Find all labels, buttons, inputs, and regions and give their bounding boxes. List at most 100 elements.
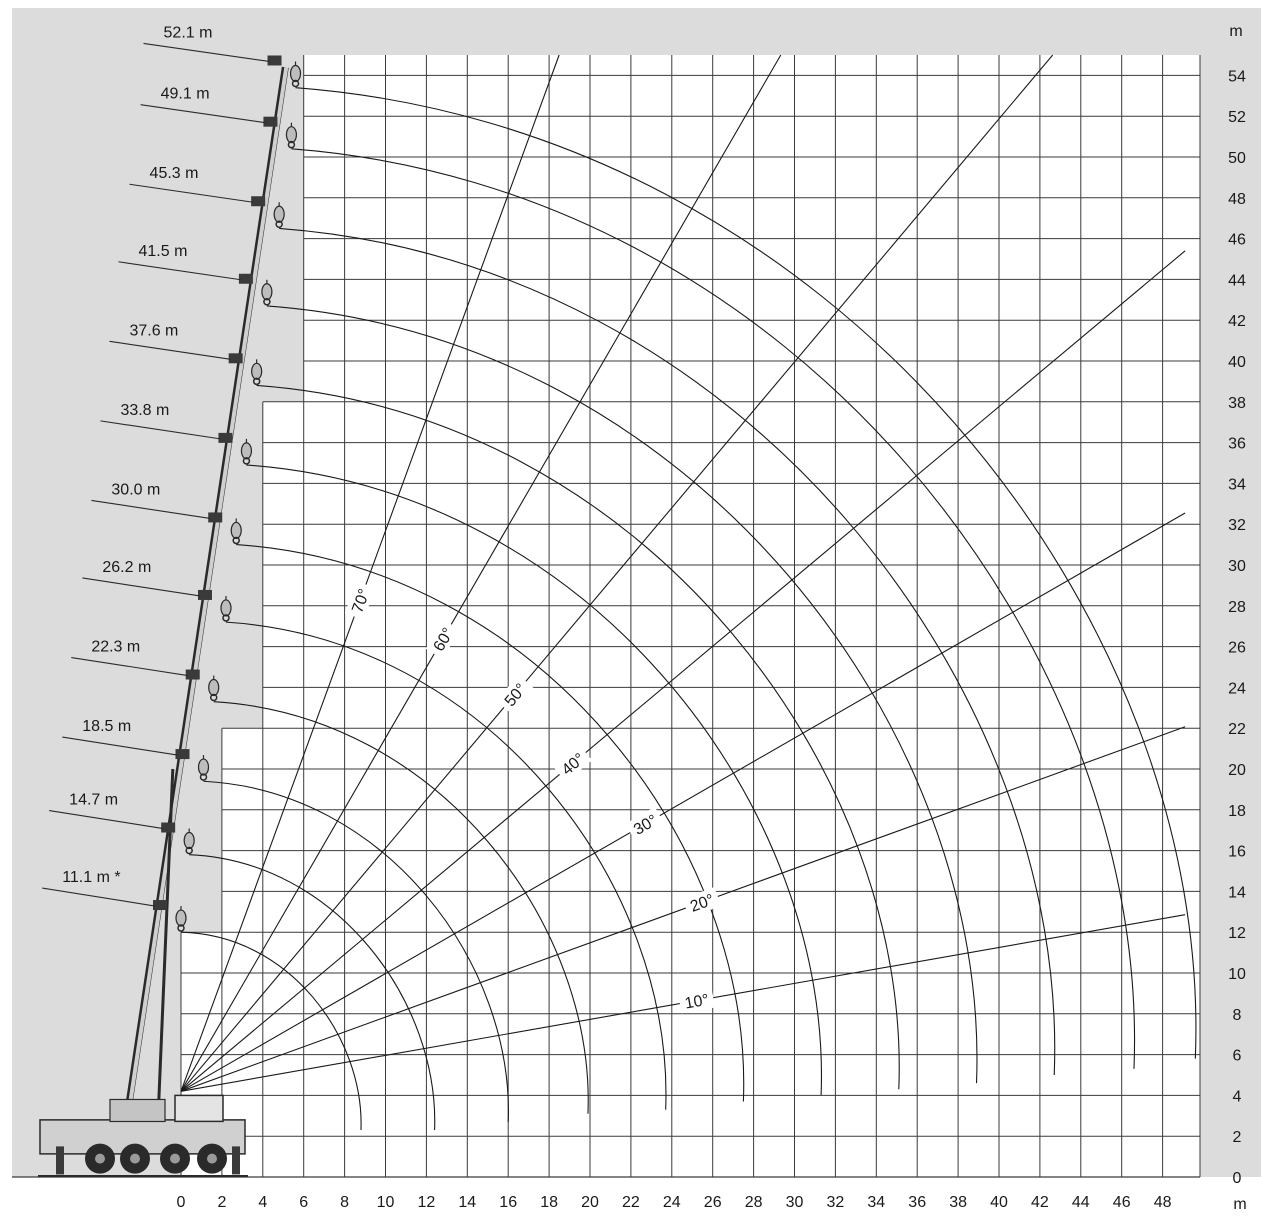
boom-leader-4 [109, 340, 231, 360]
y-tick-label: 18 [1228, 803, 1246, 820]
boom-length-label-2: 45.3 m [150, 165, 199, 182]
grid-layer [12, 55, 1201, 1178]
y-tick-label: 48 [1228, 191, 1246, 208]
boom-leader-8 [71, 656, 188, 677]
hook-block-8 [208, 678, 220, 697]
y-tick-label: 36 [1228, 436, 1246, 453]
x-tick-label: 26 [704, 1194, 722, 1211]
reach-curve-5 [246, 464, 822, 1096]
y-tick-label: 24 [1228, 680, 1246, 697]
x-tick-label: 48 [1154, 1194, 1172, 1211]
truck-cab [174, 1094, 224, 1123]
angle-line-20 [180, 726, 1186, 1092]
angle-label-bg [625, 806, 665, 842]
boom-leader-6 [91, 499, 211, 519]
x-tick-label: 18 [540, 1194, 558, 1211]
x-tick-label: 40 [990, 1194, 1008, 1211]
boom-inner [126, 66, 289, 1113]
wheel-hub-1 [130, 1153, 140, 1164]
x-tick-label: 46 [1113, 1194, 1131, 1211]
crane-truck [38, 1094, 248, 1177]
boom-leader-11 [42, 887, 156, 907]
y-tick-label: 32 [1228, 517, 1246, 534]
boom-head-7 [197, 589, 212, 600]
angle-label-text: 10° [683, 992, 710, 1013]
angle-label-bg [496, 674, 534, 714]
x-axis-unit: m [1233, 1196, 1246, 1213]
angle-line-50 [180, 54, 1054, 1092]
hook-block-4 [251, 362, 263, 380]
boom-leader-10 [49, 809, 164, 830]
boom-length-label-6: 30.0 m [111, 481, 160, 498]
boom-leader-5 [100, 420, 221, 440]
x-tick-label: 4 [258, 1194, 267, 1211]
boom-length-label-5: 33.8 m [120, 402, 169, 419]
y-tick-label: 10 [1228, 966, 1246, 983]
angle-line-70 [180, 54, 560, 1092]
y-tick-label: 2 [1233, 1129, 1242, 1146]
boom-leader-7 [82, 577, 201, 597]
boom-head-2 [251, 196, 266, 207]
y-tick-label: 38 [1228, 395, 1246, 412]
boom-length-label-1: 49.1 m [161, 86, 210, 103]
x-tick-label: 32 [827, 1194, 845, 1211]
superstructure [109, 1098, 166, 1123]
x-tick-label: 16 [499, 1194, 517, 1211]
y-tick-label: 30 [1228, 558, 1246, 575]
hook-4 [252, 377, 261, 386]
hook-3 [263, 298, 271, 306]
boom-head-3 [238, 273, 253, 284]
hook-block-1 [285, 126, 298, 144]
y-tick-label: 0 [1233, 1170, 1242, 1187]
angle-line-40 [180, 250, 1186, 1092]
hook-6 [232, 536, 240, 545]
boom-length-label-10: 14.7 m [69, 792, 118, 809]
angle-label-bg [425, 619, 460, 659]
angle-label-30: 30° [625, 806, 665, 842]
reach-curve-1 [291, 148, 1136, 1069]
curves-layer [180, 54, 1197, 1131]
background-layer [12, 8, 1261, 1177]
hook-9 [199, 773, 208, 781]
boom-head-4 [228, 353, 243, 364]
x-tick-label: 30 [786, 1194, 804, 1211]
boom-length-label-8: 22.3 m [91, 639, 140, 656]
x-tick-label: 8 [340, 1194, 349, 1211]
boom-length-label-7: 26.2 m [102, 559, 151, 576]
boom-length-label-4: 37.6 m [129, 322, 178, 339]
x-tick-label: 14 [458, 1194, 476, 1211]
x-tick-label: 28 [745, 1194, 763, 1211]
boom-head-0 [267, 55, 282, 66]
reach-curve-2 [279, 227, 1056, 1076]
x-tick-label: 44 [1072, 1194, 1090, 1211]
hook-block-11 [175, 909, 187, 927]
hook-block-7 [220, 599, 232, 617]
boom-length-label-9: 18.5 m [82, 718, 131, 735]
angle-label-bg [344, 581, 376, 620]
angle-label-bg [553, 744, 593, 783]
hook-5 [242, 457, 251, 465]
x-tick-label: 38 [949, 1194, 967, 1211]
hook-block-6 [230, 521, 242, 540]
boom-head-1 [263, 116, 278, 127]
y-tick-label: 16 [1228, 844, 1246, 861]
x-tick-label: 2 [217, 1194, 226, 1211]
boom-length-label-11: 11.1 m * [62, 869, 120, 886]
hook-7 [222, 614, 230, 622]
hook-8 [209, 693, 218, 702]
y-tick-label: 20 [1228, 762, 1246, 779]
angle-line-30 [180, 512, 1186, 1092]
y-tick-label: 14 [1228, 884, 1246, 901]
hook-block-9 [197, 758, 210, 776]
y-tick-label: 50 [1228, 150, 1246, 167]
x-tick-label: 34 [867, 1194, 885, 1211]
hook-block-2 [273, 205, 285, 223]
y-tick-label: 46 [1228, 232, 1246, 249]
boom-leader-3 [118, 261, 241, 281]
boom-head-11 [153, 900, 167, 911]
y-tick-label: 12 [1228, 925, 1246, 942]
angle-line-60 [180, 54, 782, 1092]
